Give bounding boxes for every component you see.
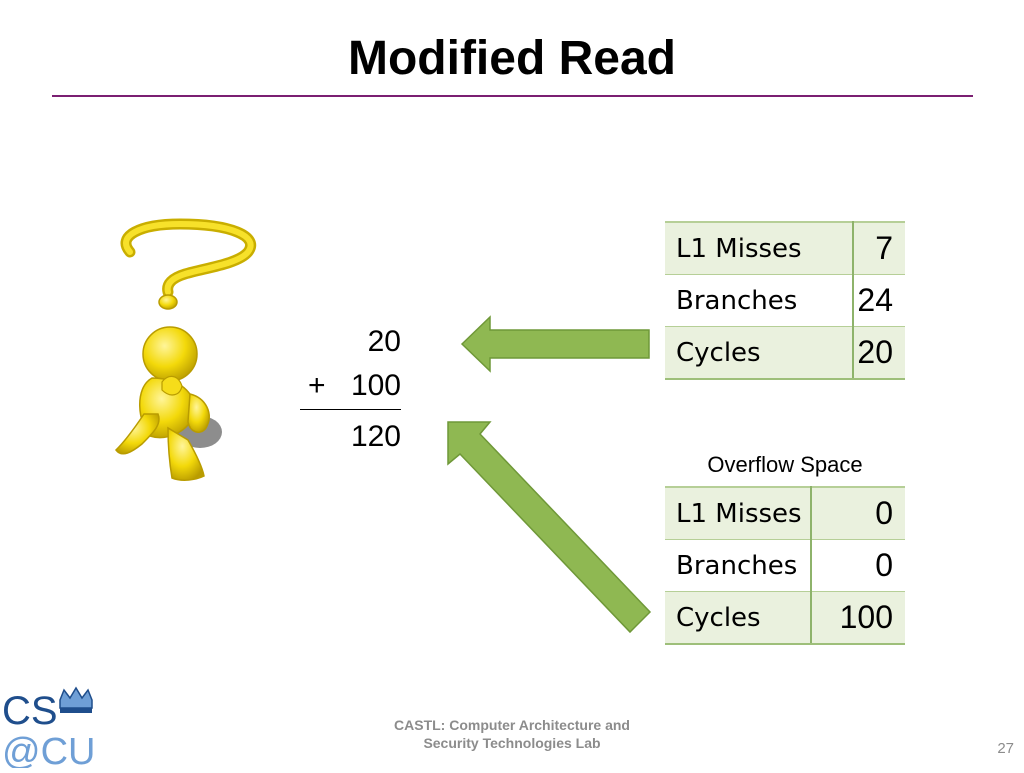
logo-text-top: CS xyxy=(2,689,58,733)
addition: 20 + 100 120 xyxy=(300,324,401,454)
counter-value: 24 xyxy=(853,274,905,327)
sum-divider xyxy=(300,409,401,410)
title-divider xyxy=(52,95,973,97)
counters-table: L1 Misses 7 Branches 24 Cycles 20 xyxy=(665,221,905,380)
table-row: Cycles 20 xyxy=(665,326,905,380)
page-number: 27 xyxy=(997,740,1014,757)
addend-top: 20 xyxy=(367,325,401,358)
counter-value: 7 xyxy=(853,221,905,275)
counter-label: Cycles xyxy=(665,326,854,380)
crown-icon xyxy=(59,686,93,713)
overflow-value: 100 xyxy=(811,591,905,645)
table-row: Cycles 100 xyxy=(665,591,905,645)
table-row: Branches 24 xyxy=(665,274,905,327)
table-row: L1 Misses 7 xyxy=(665,221,905,275)
counter-label: L1 Misses xyxy=(665,221,854,275)
footer-line-1: CASTL: Computer Architecture and xyxy=(394,717,630,733)
thinking-figure-icon xyxy=(115,218,257,481)
table-row: Branches 0 xyxy=(665,539,905,592)
overflow-value: 0 xyxy=(811,486,905,540)
addend-bottom: 100 xyxy=(350,369,401,402)
counter-label: Branches xyxy=(665,274,854,327)
logo-text-bottom: @CU xyxy=(2,731,95,768)
overflow-caption: Overflow Space xyxy=(707,452,863,477)
footer-lab-name: CASTL: Computer Architecture and Securit… xyxy=(352,716,672,752)
overflow-table: L1 Misses 0 Branches 0 Cycles 100 xyxy=(665,486,905,645)
plus-operator: + xyxy=(308,369,326,402)
cs-at-cu-logo: CS @CU xyxy=(0,686,100,773)
counter-value: 20 xyxy=(853,326,905,380)
overflow-label: L1 Misses xyxy=(665,486,812,540)
overflow-value: 0 xyxy=(811,539,905,592)
footer-line-2: Security Technologies Lab xyxy=(423,735,601,751)
overflow-label: Cycles xyxy=(665,591,812,645)
question-mark-icon xyxy=(120,218,257,310)
slide-title: Modified Read xyxy=(347,32,676,85)
overflow-label: Branches xyxy=(665,539,812,592)
sum-result: 120 xyxy=(350,420,401,453)
table-row: L1 Misses 0 xyxy=(665,486,905,540)
